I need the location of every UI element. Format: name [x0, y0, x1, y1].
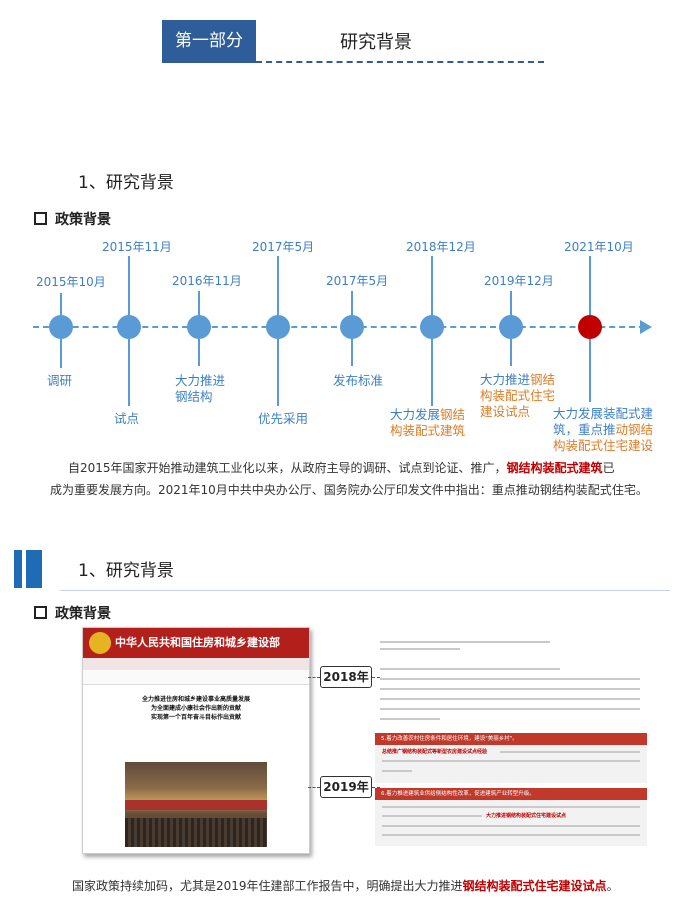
timeline-date: 2019年12月: [484, 272, 554, 289]
timeline-node: [499, 315, 523, 339]
section-title: 1、研究背景: [78, 168, 174, 193]
year-tag: 2019年: [320, 776, 372, 798]
para-text: 自2015年国家开始推动建筑工业化以来，从政府主导的调研、试点到论证、推广，: [68, 461, 507, 475]
doc-text-line: [380, 708, 640, 710]
section-subtitle: 政策背景: [34, 603, 111, 623]
timeline-node-highlight: [578, 315, 602, 339]
doc-heading-bar: 5.着力改善农村住房条件和居住环境，建设"美丽乡村"。: [375, 733, 647, 745]
part-label: 第一部分: [162, 20, 256, 63]
subtitle-text: 政策背景: [55, 212, 111, 228]
doc-highlight: 总结推广钢结构装配式等新型农房建设试点经验: [382, 749, 487, 755]
body-paragraph: 自2015年国家开始推动建筑工业化以来，从政府主导的调研、试点到论证、推广，钢结…: [50, 457, 680, 501]
part-title: 研究背景: [340, 28, 412, 54]
meeting-photo: [125, 762, 267, 847]
timeline-label: 大力推进钢结构: [175, 373, 231, 405]
header-divider: [256, 61, 544, 63]
doc-text-line: [382, 806, 640, 808]
timeline-date: 2015年11月: [102, 238, 172, 255]
section-accent-bar: [14, 550, 22, 588]
photo-stage: [125, 800, 267, 810]
doc-text-line: [380, 718, 440, 720]
site-headline: 全力推进住房和城乡建设事业高质量发展: [103, 696, 289, 704]
caption-highlight: 钢结构装配式住宅建设试点: [463, 879, 607, 893]
section-subtitle: 政策背景: [34, 209, 111, 229]
subtitle-text: 政策背景: [55, 606, 111, 622]
site-headline: 为全面建成小康社会作出新的贡献: [103, 705, 289, 713]
connector: [308, 677, 320, 678]
timeline-node: [340, 315, 364, 339]
section-accent-bar: [26, 550, 42, 588]
timeline-label: 大力发展钢结构装配式建筑: [390, 407, 474, 439]
section-title: 1、研究背景: [78, 556, 174, 581]
checkbox-square-icon: [34, 606, 47, 619]
timeline-label: 优先采用: [258, 411, 308, 427]
doc-text-line: [382, 770, 412, 772]
timeline-date: 2017年5月: [326, 272, 388, 289]
timeline-node: [266, 315, 290, 339]
label-blue: 大力发展: [390, 407, 440, 422]
checkbox-square-icon: [34, 212, 47, 225]
site-subnav: [83, 670, 309, 685]
connector: [372, 677, 380, 678]
doc-text-line: [382, 815, 482, 817]
para-line: 成为重要发展方向。2021年10月中共中央办公厅、国务院办公厅印发文件中指出：重…: [50, 479, 680, 501]
doc-highlight: 大力推进钢结构装配式住宅建设试点: [486, 813, 566, 819]
caption-text: 。: [607, 879, 619, 893]
label-blue: 大力推进: [480, 372, 530, 387]
timeline-label: 发布标准: [333, 373, 383, 389]
doc-text-line: [380, 641, 550, 643]
site-nav: [83, 658, 309, 670]
doc-heading-bar: 6.着力推进建筑业供给侧结构性改革，促进建筑产业转型升级。: [375, 788, 647, 800]
doc-text-line: [380, 698, 640, 700]
timeline-date: 2021年10月: [564, 238, 634, 255]
site-title: 中华人民共和国住房和城乡建设部: [115, 634, 280, 650]
timeline-label: 大力推进钢结构装配式住宅建设试点: [480, 372, 564, 420]
timeline-date: 2016年11月: [172, 272, 242, 289]
para-highlight: 钢结构装配式建筑: [507, 461, 603, 475]
doc-text-line: [500, 751, 640, 753]
site-headline: 实现第一个百年奋斗目标作出贡献: [103, 714, 289, 722]
doc-text-line: [382, 760, 640, 762]
para-text: 已: [603, 461, 615, 475]
timeline-label: 大力发展装配式建筑，重点推动钢结构装配式住宅建设: [553, 406, 661, 454]
timeline-node: [117, 315, 141, 339]
ministry-website-screenshot: 中华人民共和国住房和城乡建设部 全力推进住房和城乡建设事业高质量发展 为全面建成…: [82, 627, 310, 854]
timeline-date: 2017年5月: [252, 238, 314, 255]
timeline-arrow-icon: [640, 320, 652, 334]
year-tag: 2018年: [320, 666, 372, 688]
timeline-date: 2015年10月: [36, 273, 106, 290]
doc-text-line: [382, 825, 640, 827]
timeline-label: 调研: [47, 373, 72, 389]
doc-text-line: [380, 648, 460, 650]
doc-text-line: [380, 688, 640, 690]
doc-text-line: [380, 668, 560, 670]
caption-text: 国家政策持续加码，尤其是2019年住建部工作报告中，明确提出大力推进: [72, 879, 463, 893]
connector: [308, 787, 320, 788]
timeline-date: 2018年12月: [406, 238, 476, 255]
doc-text-line: [382, 834, 640, 836]
timeline-node: [49, 315, 73, 339]
timeline-label: 试点: [114, 411, 139, 427]
caption: 国家政策持续加码，尤其是2019年住建部工作报告中，明确提出大力推进钢结构装配式…: [72, 875, 682, 897]
site-header: 中华人民共和国住房和城乡建设部: [83, 628, 309, 658]
timeline-node: [420, 315, 444, 339]
photo-crowd: [125, 818, 267, 847]
doc-text-line: [380, 678, 640, 680]
section-divider: [60, 590, 670, 591]
national-emblem-icon: [89, 632, 111, 654]
timeline-node: [187, 315, 211, 339]
